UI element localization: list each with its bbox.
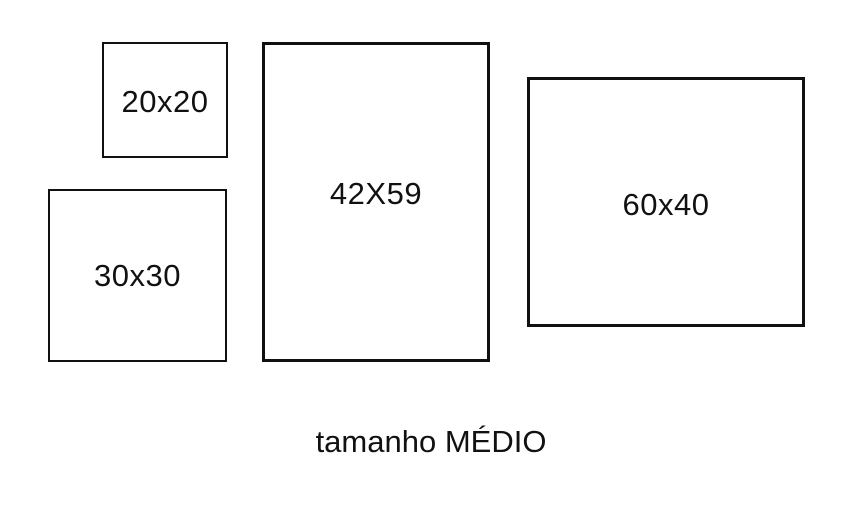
frame-60x40: 60x40	[527, 77, 805, 327]
frame-20x20: 20x20	[102, 42, 228, 158]
frame-size-label: 20x20	[121, 83, 209, 119]
frame-size-label: 30x30	[94, 258, 181, 293]
frame-30x30: 30x30	[48, 189, 227, 362]
frame-size-label: 42X59	[329, 175, 423, 211]
frame-size-label: 60x40	[622, 186, 710, 222]
size-category-caption: tamanho MÉDIO	[315, 424, 547, 459]
frame-42x59: 42X59	[262, 42, 490, 362]
